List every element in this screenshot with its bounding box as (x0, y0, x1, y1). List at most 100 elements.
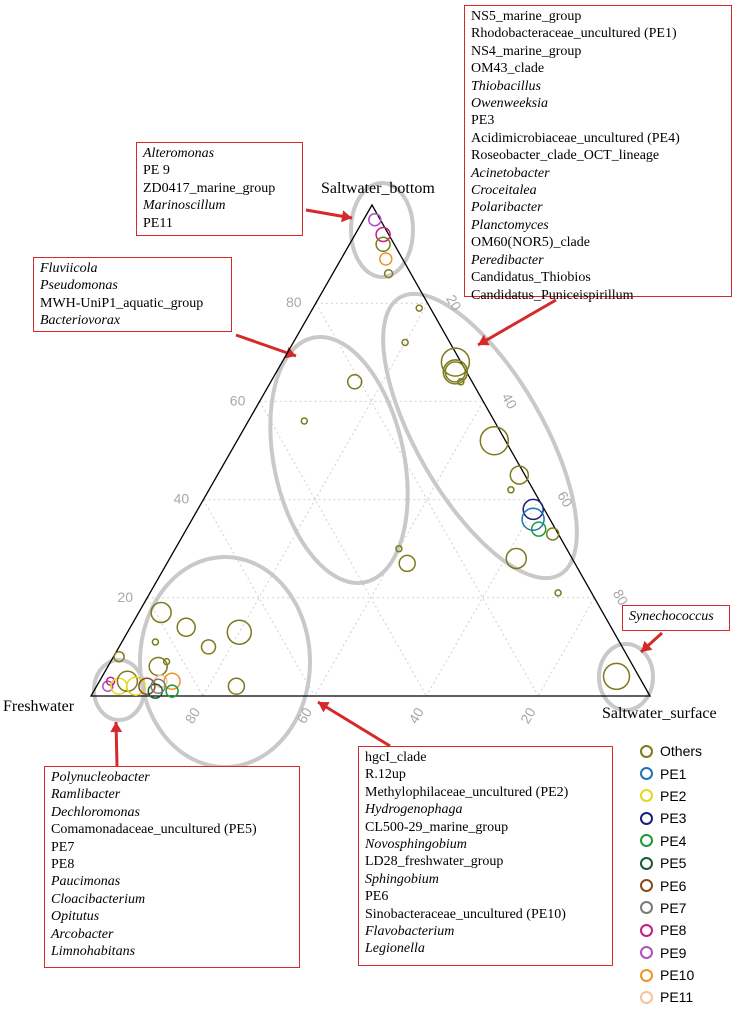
data-point (226, 619, 253, 645)
legend-item: PE6 (640, 874, 736, 896)
annotation-line: Dechloromonas (51, 804, 140, 820)
data-point (602, 662, 631, 691)
annotation-line: CL500-29_marine_group (365, 819, 509, 835)
legend-item: PE3 (640, 807, 736, 829)
legend-label: PE1 (660, 765, 687, 782)
annotation-line: Paucimonas (51, 874, 121, 890)
annotation-line: OM60(NOR5)_clade (471, 235, 590, 251)
data-point (150, 601, 172, 624)
annotation-line: OM43_clade (471, 61, 545, 77)
data-point (530, 521, 547, 537)
annotation-line: PE6 (365, 889, 389, 905)
annotation-line: PE11 (143, 215, 173, 231)
data-point (379, 252, 393, 266)
annotation-line: PE8 (51, 857, 75, 873)
legend-swatch-icon (640, 968, 653, 982)
annotation-line: Bacteriovorax (40, 313, 121, 329)
arrow-line (317, 700, 391, 748)
group-ellipse (268, 334, 410, 586)
arrowhead (641, 640, 653, 652)
data-point (113, 650, 125, 663)
data-point (375, 236, 391, 253)
legend-swatch-icon (640, 767, 653, 781)
annotation-line: Planctomyces (471, 217, 549, 233)
triangle-frame (89, 203, 652, 697)
data-point (176, 617, 196, 638)
tick-label: 20 (443, 292, 465, 314)
data-point (150, 678, 166, 694)
data-point (521, 507, 545, 531)
annotation-line: Fluviicola (40, 261, 98, 276)
annotation-line: Synechococcus (629, 609, 714, 624)
data-point (368, 212, 382, 227)
annotation-line: Owenweeksia (471, 96, 548, 112)
annotation-line: Thiobacillus (471, 78, 542, 94)
tick-label: 80 (610, 587, 632, 609)
vertex-label-left: Freshwater (3, 698, 75, 715)
legend-swatch-icon (640, 901, 653, 915)
tick-label: 80 (286, 294, 302, 310)
legend-item: PE9 (640, 942, 736, 964)
legend-item: PE10 (640, 964, 736, 986)
data-point (126, 676, 146, 696)
vertex-label-right: Saltwater_surface (602, 705, 717, 722)
legend-swatch-icon (640, 879, 653, 893)
tick-label: 40 (499, 390, 521, 412)
legend-item: PE5 (640, 852, 736, 874)
legend-label: PE6 (660, 877, 687, 894)
annotation-line: Methylophilaceae_uncultured (PE2) (365, 784, 569, 800)
annotation-line: Cloacibacterium (51, 891, 146, 907)
data-point (398, 554, 416, 573)
data-point (444, 361, 467, 383)
annotation-box-synechococcus: Synechococcus (622, 605, 730, 631)
data-point (346, 374, 363, 390)
data-point (102, 680, 114, 692)
grid-lines (146, 302, 595, 697)
annotation-line: Sphingobium (365, 871, 439, 887)
annotation-line: Alteromonas (143, 146, 215, 161)
annotation-line: Ramlibacter (51, 787, 121, 803)
arrowhead (318, 702, 330, 713)
legend-label: PE7 (660, 899, 687, 916)
data-point (138, 677, 156, 695)
data-point (300, 417, 309, 425)
annotation-line: Legionella (365, 941, 425, 957)
annotation-line: LD28_freshwater_group (365, 854, 504, 870)
annotation-arrows (110, 208, 664, 767)
data-point (401, 338, 409, 347)
group-ellipse (349, 181, 415, 279)
tick-label: 20 (517, 705, 539, 727)
annotation-line: Marinoscillum (143, 198, 226, 214)
annotation-line: Rhodobacteraceae_uncultured (PE1) (471, 26, 677, 42)
annotation-line: MWH-UniP1_aquatic_group (40, 295, 204, 311)
annotation-line: NS5_marine_group (471, 9, 582, 24)
grid-line (259, 401, 427, 697)
legend-item: PE8 (640, 919, 736, 941)
legend-label: PE2 (660, 787, 687, 804)
arrowhead (341, 210, 352, 223)
annotation-line: Limnohabitans (51, 944, 136, 960)
annotation-line: R.12up (365, 767, 406, 783)
grid-line (314, 401, 484, 697)
data-point (151, 638, 160, 646)
data-point (457, 378, 465, 386)
tick-label: 80 (182, 705, 204, 727)
tick-label: 60 (554, 488, 576, 510)
annotation-line: PE 9 (143, 163, 170, 179)
annotation-line: Novosphingobium (365, 837, 467, 853)
grid-line (146, 597, 204, 697)
data-point (505, 547, 528, 570)
annotation-line: Comamonadaceae_uncultured (PE5) (51, 822, 257, 838)
legend-swatch-icon (640, 811, 653, 825)
annotation-line: Croceitalea (471, 183, 537, 199)
annotation-line: Sinobacteraceae_uncultured (PE10) (365, 906, 566, 922)
annotation-line: Peredibacter (471, 252, 544, 268)
annotation-line: Roseobacter_clade_OCT_lineage (471, 148, 660, 164)
data-point (415, 304, 423, 312)
